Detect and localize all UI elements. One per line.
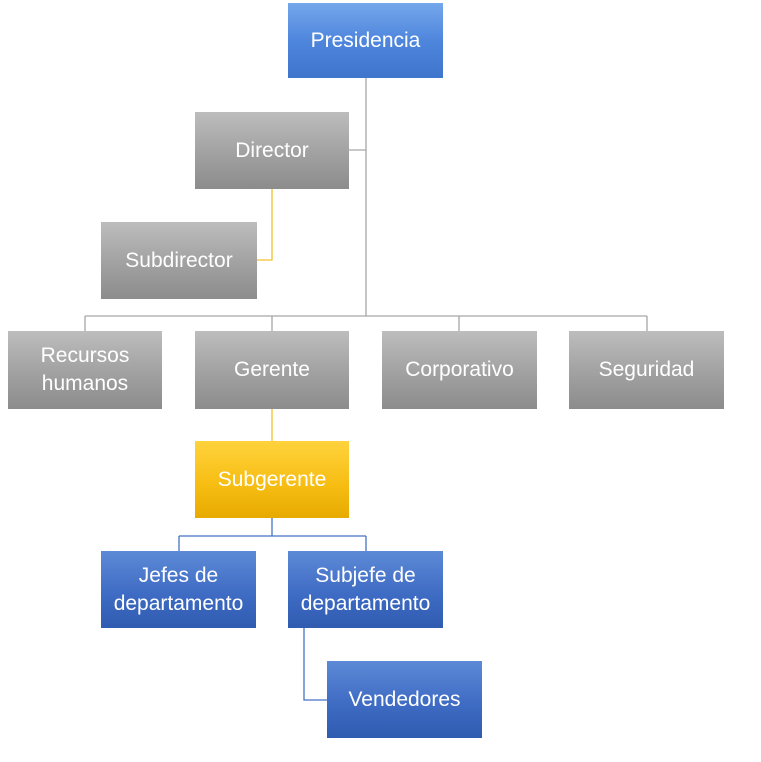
node-jefes-departamento: Jefes de departamento	[101, 551, 256, 628]
connector-subdirector	[257, 189, 273, 261]
node-director: Director	[195, 112, 349, 189]
node-recursos-humanos: Recursos humanos	[8, 331, 162, 409]
node-subgerente: Subgerente	[195, 441, 349, 518]
node-subjefe-departamento: Subjefe de departamento	[288, 551, 443, 628]
node-vendedores: Vendedores	[327, 661, 482, 738]
node-seguridad: Seguridad	[569, 331, 724, 409]
connector-vendedores	[303, 628, 327, 701]
node-corporativo: Corporativo	[382, 331, 537, 409]
node-presidencia: Presidencia	[288, 3, 443, 78]
node-gerente: Gerente	[195, 331, 349, 409]
node-subdirector: Subdirector	[101, 222, 257, 299]
